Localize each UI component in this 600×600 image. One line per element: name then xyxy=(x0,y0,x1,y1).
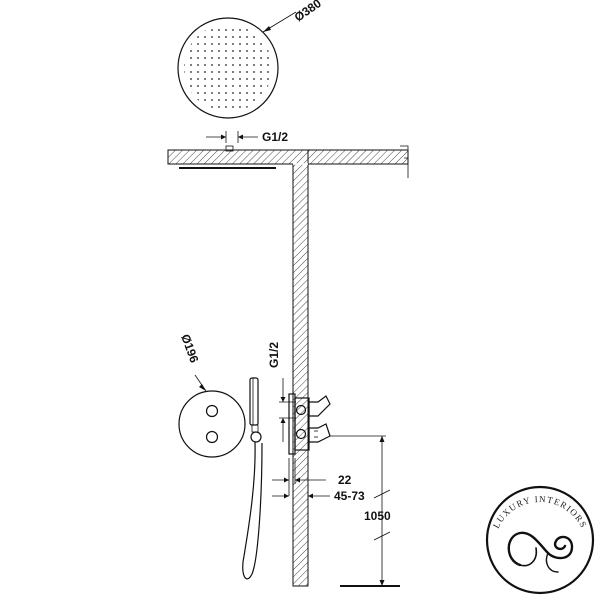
valve-housing xyxy=(294,397,310,451)
ceiling-flange xyxy=(225,145,234,152)
head-connection-dimension: G1/2 xyxy=(206,130,288,144)
valve-connection-dimension: G1/2 xyxy=(267,342,296,442)
valve-body xyxy=(288,393,386,455)
hand-shower-assembly xyxy=(242,377,263,580)
mixer-knob-upper xyxy=(205,404,219,418)
wall-offset-dimension: 22 xyxy=(272,458,352,496)
wall-offset-label: 22 xyxy=(338,473,352,487)
shower-head-top-view xyxy=(177,17,279,119)
shower-head-outline xyxy=(177,17,279,119)
head-diameter-dimension: Ø380 xyxy=(262,0,324,33)
plate-diameter-label: Ø196 xyxy=(178,332,201,365)
ceiling-right xyxy=(307,149,409,165)
plate-diameter-dimension: Ø196 xyxy=(178,332,207,392)
luxury-interiors-logo: LUXURY INTERIORS xyxy=(485,485,595,595)
embed-depth-dimension: 45-73 xyxy=(272,486,365,503)
valve-outlet-upper xyxy=(308,395,331,417)
mixer-plate-outline xyxy=(178,390,246,458)
head-diameter-label: Ø380 xyxy=(292,0,324,24)
head-connection-label: G1/2 xyxy=(262,130,288,144)
mixer-wall-plate xyxy=(178,390,246,458)
hand-shower xyxy=(249,377,259,426)
valve-port-lower xyxy=(295,428,307,440)
hose-outlet xyxy=(250,431,262,443)
outlet-height-dimension: 1050 xyxy=(364,436,391,586)
logo-ring xyxy=(485,485,595,595)
shower-hose xyxy=(242,441,263,580)
valve-connection-label: G1/2 xyxy=(267,342,281,368)
valve-outlet-lower xyxy=(308,423,331,443)
logo-monogram xyxy=(507,531,574,567)
shower-head-nozzle-dots xyxy=(184,24,272,112)
wall xyxy=(292,163,309,587)
valve-port-upper xyxy=(295,404,307,416)
mixer-knob-lower xyxy=(205,430,219,444)
embed-depth-label: 45-73 xyxy=(334,489,365,503)
outlet-height-label: 1050 xyxy=(364,509,391,523)
ceiling-left xyxy=(167,149,309,165)
